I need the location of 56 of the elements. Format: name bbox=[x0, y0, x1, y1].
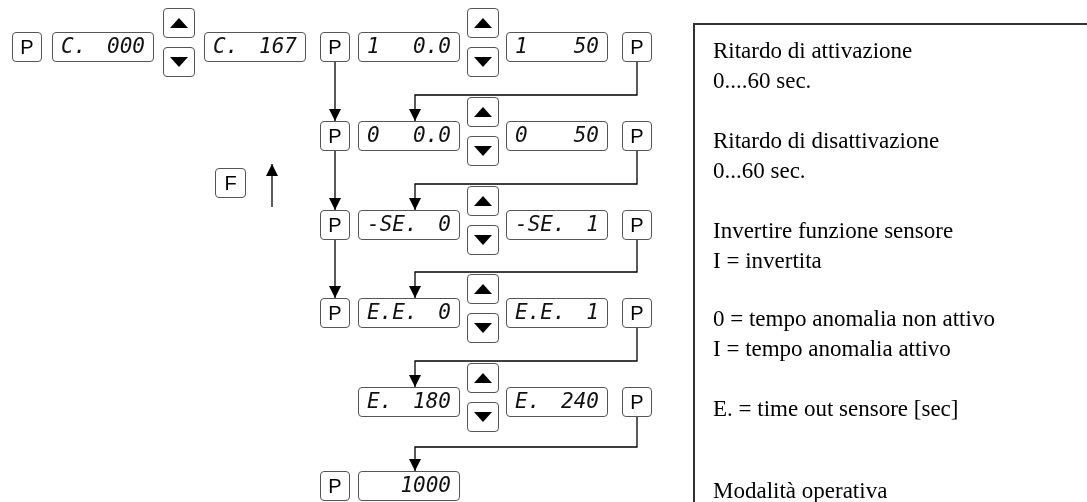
segment-display: E. 180 bbox=[358, 387, 460, 417]
arrow bbox=[409, 150, 638, 211]
key-button: P bbox=[320, 121, 350, 151]
segment-display: E.E. 0 bbox=[358, 298, 460, 328]
key-button: P bbox=[622, 298, 652, 328]
description-text: I = tempo anomalia attivo bbox=[713, 335, 951, 363]
segment-display: 1000 bbox=[358, 471, 460, 501]
up-key bbox=[467, 274, 499, 304]
description-panel bbox=[693, 23, 1087, 502]
up-key bbox=[467, 8, 499, 38]
segment-display: -SE. 0 bbox=[358, 210, 460, 240]
arrow bbox=[329, 239, 341, 299]
description-text: 0...60 sec. bbox=[713, 157, 806, 185]
segment-display: 1 0.0 bbox=[358, 32, 460, 62]
arrow bbox=[409, 327, 638, 388]
segment-display: E. 240 bbox=[506, 387, 608, 417]
segment-display: C. 000 bbox=[52, 32, 154, 62]
arrow bbox=[329, 150, 341, 211]
down-key bbox=[467, 47, 499, 77]
key-button: P bbox=[622, 32, 652, 62]
key-button: P bbox=[320, 32, 350, 62]
description-text: 0 = tempo anomalia non attivo bbox=[713, 305, 995, 333]
up-key bbox=[467, 186, 499, 216]
down-key bbox=[467, 313, 499, 343]
key-button: P bbox=[622, 387, 652, 417]
down-key bbox=[467, 225, 499, 255]
arrow bbox=[409, 239, 638, 299]
key-button: F bbox=[215, 168, 246, 198]
description-text: E. = time out sensore [sec] bbox=[713, 395, 959, 423]
description-text: I = invertita bbox=[713, 247, 822, 275]
description-text: Ritardo di attivazione bbox=[713, 37, 913, 65]
up-key bbox=[163, 8, 195, 38]
arrow bbox=[409, 416, 638, 472]
down-key bbox=[163, 47, 195, 77]
key-button: P bbox=[320, 471, 350, 501]
up-key bbox=[467, 363, 499, 393]
description-text: Ritardo di disattivazione bbox=[713, 127, 940, 155]
description-text: Invertire funzione sensore bbox=[713, 217, 954, 245]
description-text: 0....60 sec. bbox=[713, 67, 812, 95]
arrow bbox=[409, 61, 638, 122]
key-button: P bbox=[622, 121, 652, 151]
down-key bbox=[467, 136, 499, 166]
segment-display: 0 50 bbox=[506, 121, 608, 151]
segment-display: -SE. 1 bbox=[506, 210, 608, 240]
arrow bbox=[329, 61, 341, 122]
key-button: P bbox=[320, 298, 350, 328]
down-key bbox=[467, 402, 499, 432]
description-text: Modalità operativa bbox=[713, 477, 888, 502]
key-button: P bbox=[622, 210, 652, 240]
segment-display: 0 0.0 bbox=[358, 121, 460, 151]
key-button: P bbox=[12, 32, 42, 62]
key-button: P bbox=[320, 210, 350, 240]
up-key bbox=[467, 97, 499, 127]
segment-display: C. 167 bbox=[204, 32, 306, 62]
segment-display: E.E. 1 bbox=[506, 298, 608, 328]
segment-display: 1 50 bbox=[506, 32, 608, 62]
